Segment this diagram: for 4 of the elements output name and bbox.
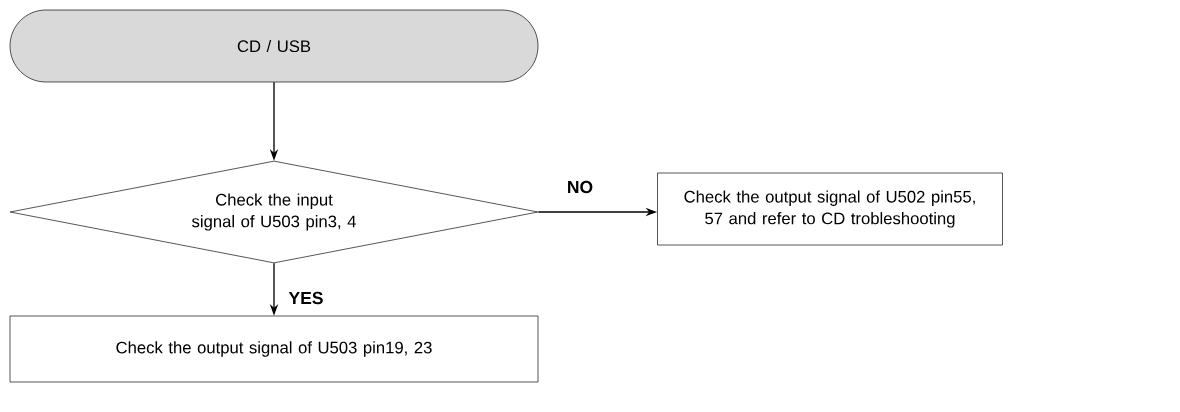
process-box: Check the output signal of U503 pin19, 23 [9, 315, 539, 383]
process-box: Check the output signal of U502 pin55, 57 and refer to CD trobleshooting [657, 172, 1003, 246]
edge-label: NO [565, 179, 595, 195]
edge-label: YES [286, 290, 326, 306]
